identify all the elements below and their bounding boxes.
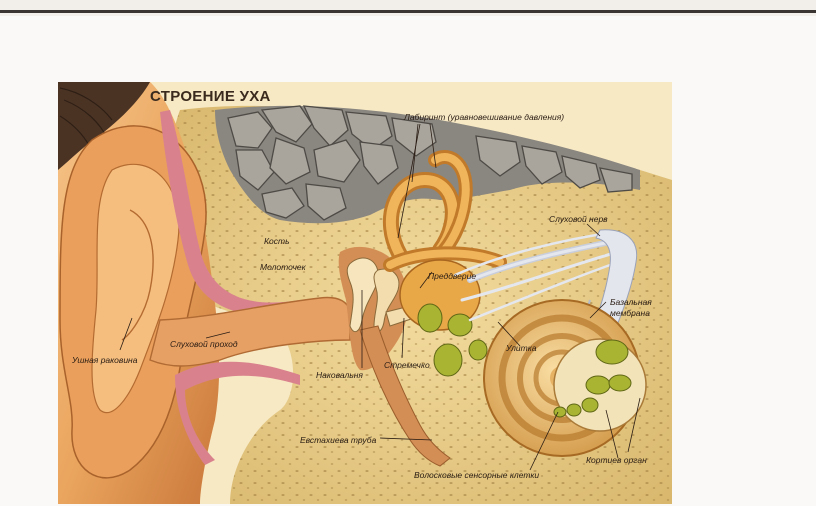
label-stapes: Стремечко xyxy=(384,360,430,370)
label-malleus: Молоточек xyxy=(260,262,306,272)
header-strip xyxy=(0,0,816,16)
label-cochlea: Улитка xyxy=(506,343,537,353)
label-incus: Наковальня xyxy=(316,370,363,380)
label-basilar-line2: мембрана xyxy=(610,308,650,318)
label-hair-cells: Волосковые сенсорные клетки xyxy=(414,470,539,480)
label-bone: Кость xyxy=(264,236,290,246)
header-rule xyxy=(0,10,816,13)
label-corti-organ: Кортиев орган xyxy=(586,455,647,465)
label-eustachian-tube: Евстахиева труба xyxy=(300,435,376,445)
label-vestibule: Преддверие xyxy=(428,271,476,281)
label-auditory-nerve: Слуховой нерв xyxy=(549,214,608,224)
diagram-title: СТРОЕНИЕ УХА xyxy=(150,88,271,105)
label-labyrinth: Лабиринт (уравновешивание давления) xyxy=(404,112,564,122)
label-basilar-line1: Базальная xyxy=(610,297,652,307)
label-auricle: Ушная раковина xyxy=(72,355,137,365)
organ-of-corti-section xyxy=(554,339,646,431)
label-ear-canal: Слуховой проход xyxy=(170,339,238,349)
